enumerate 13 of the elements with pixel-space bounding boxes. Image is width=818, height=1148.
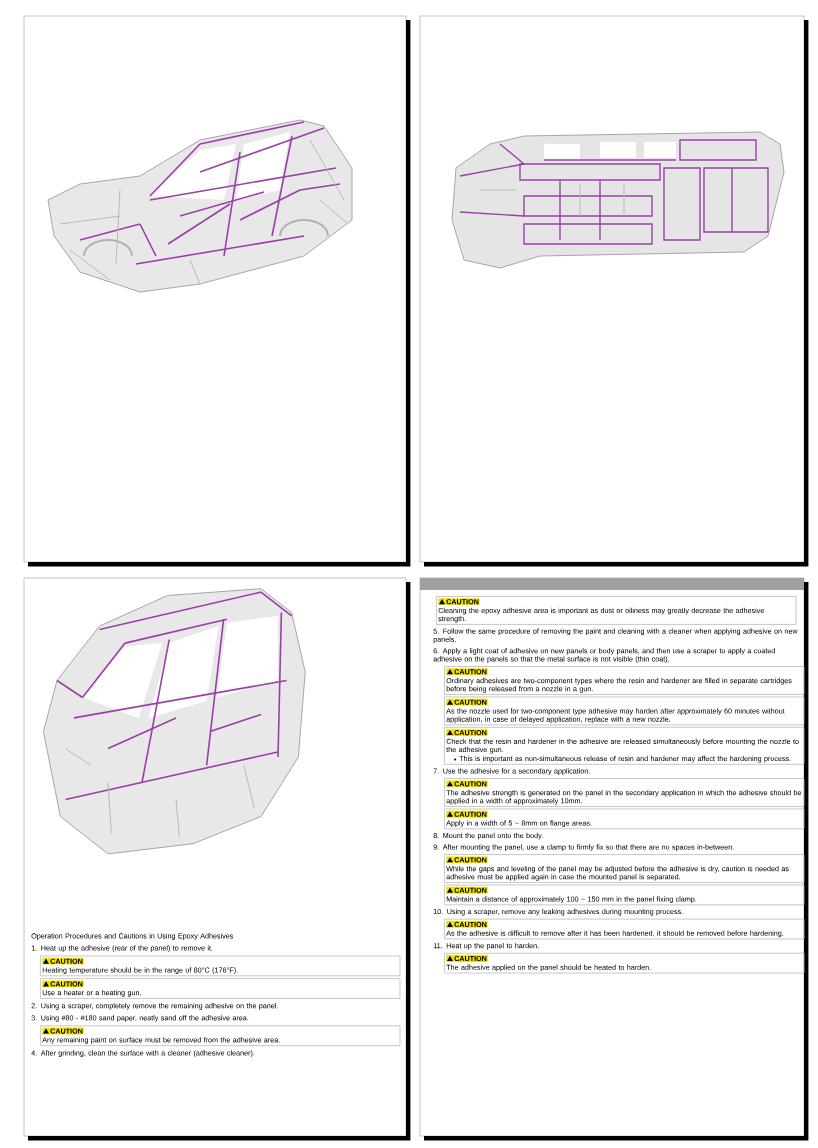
caution-box	[444, 808, 805, 830]
caution-box	[444, 778, 805, 807]
caution-box	[444, 952, 805, 974]
caution-box	[40, 978, 401, 999]
caution-box	[444, 918, 805, 940]
caution-box	[444, 696, 805, 726]
caution-box	[444, 726, 805, 765]
caution-box	[436, 596, 797, 625]
caution-box	[444, 854, 805, 883]
caution-box	[444, 884, 805, 906]
caution-box	[40, 955, 401, 977]
caution-box	[444, 666, 805, 695]
caution-box	[40, 1025, 401, 1047]
